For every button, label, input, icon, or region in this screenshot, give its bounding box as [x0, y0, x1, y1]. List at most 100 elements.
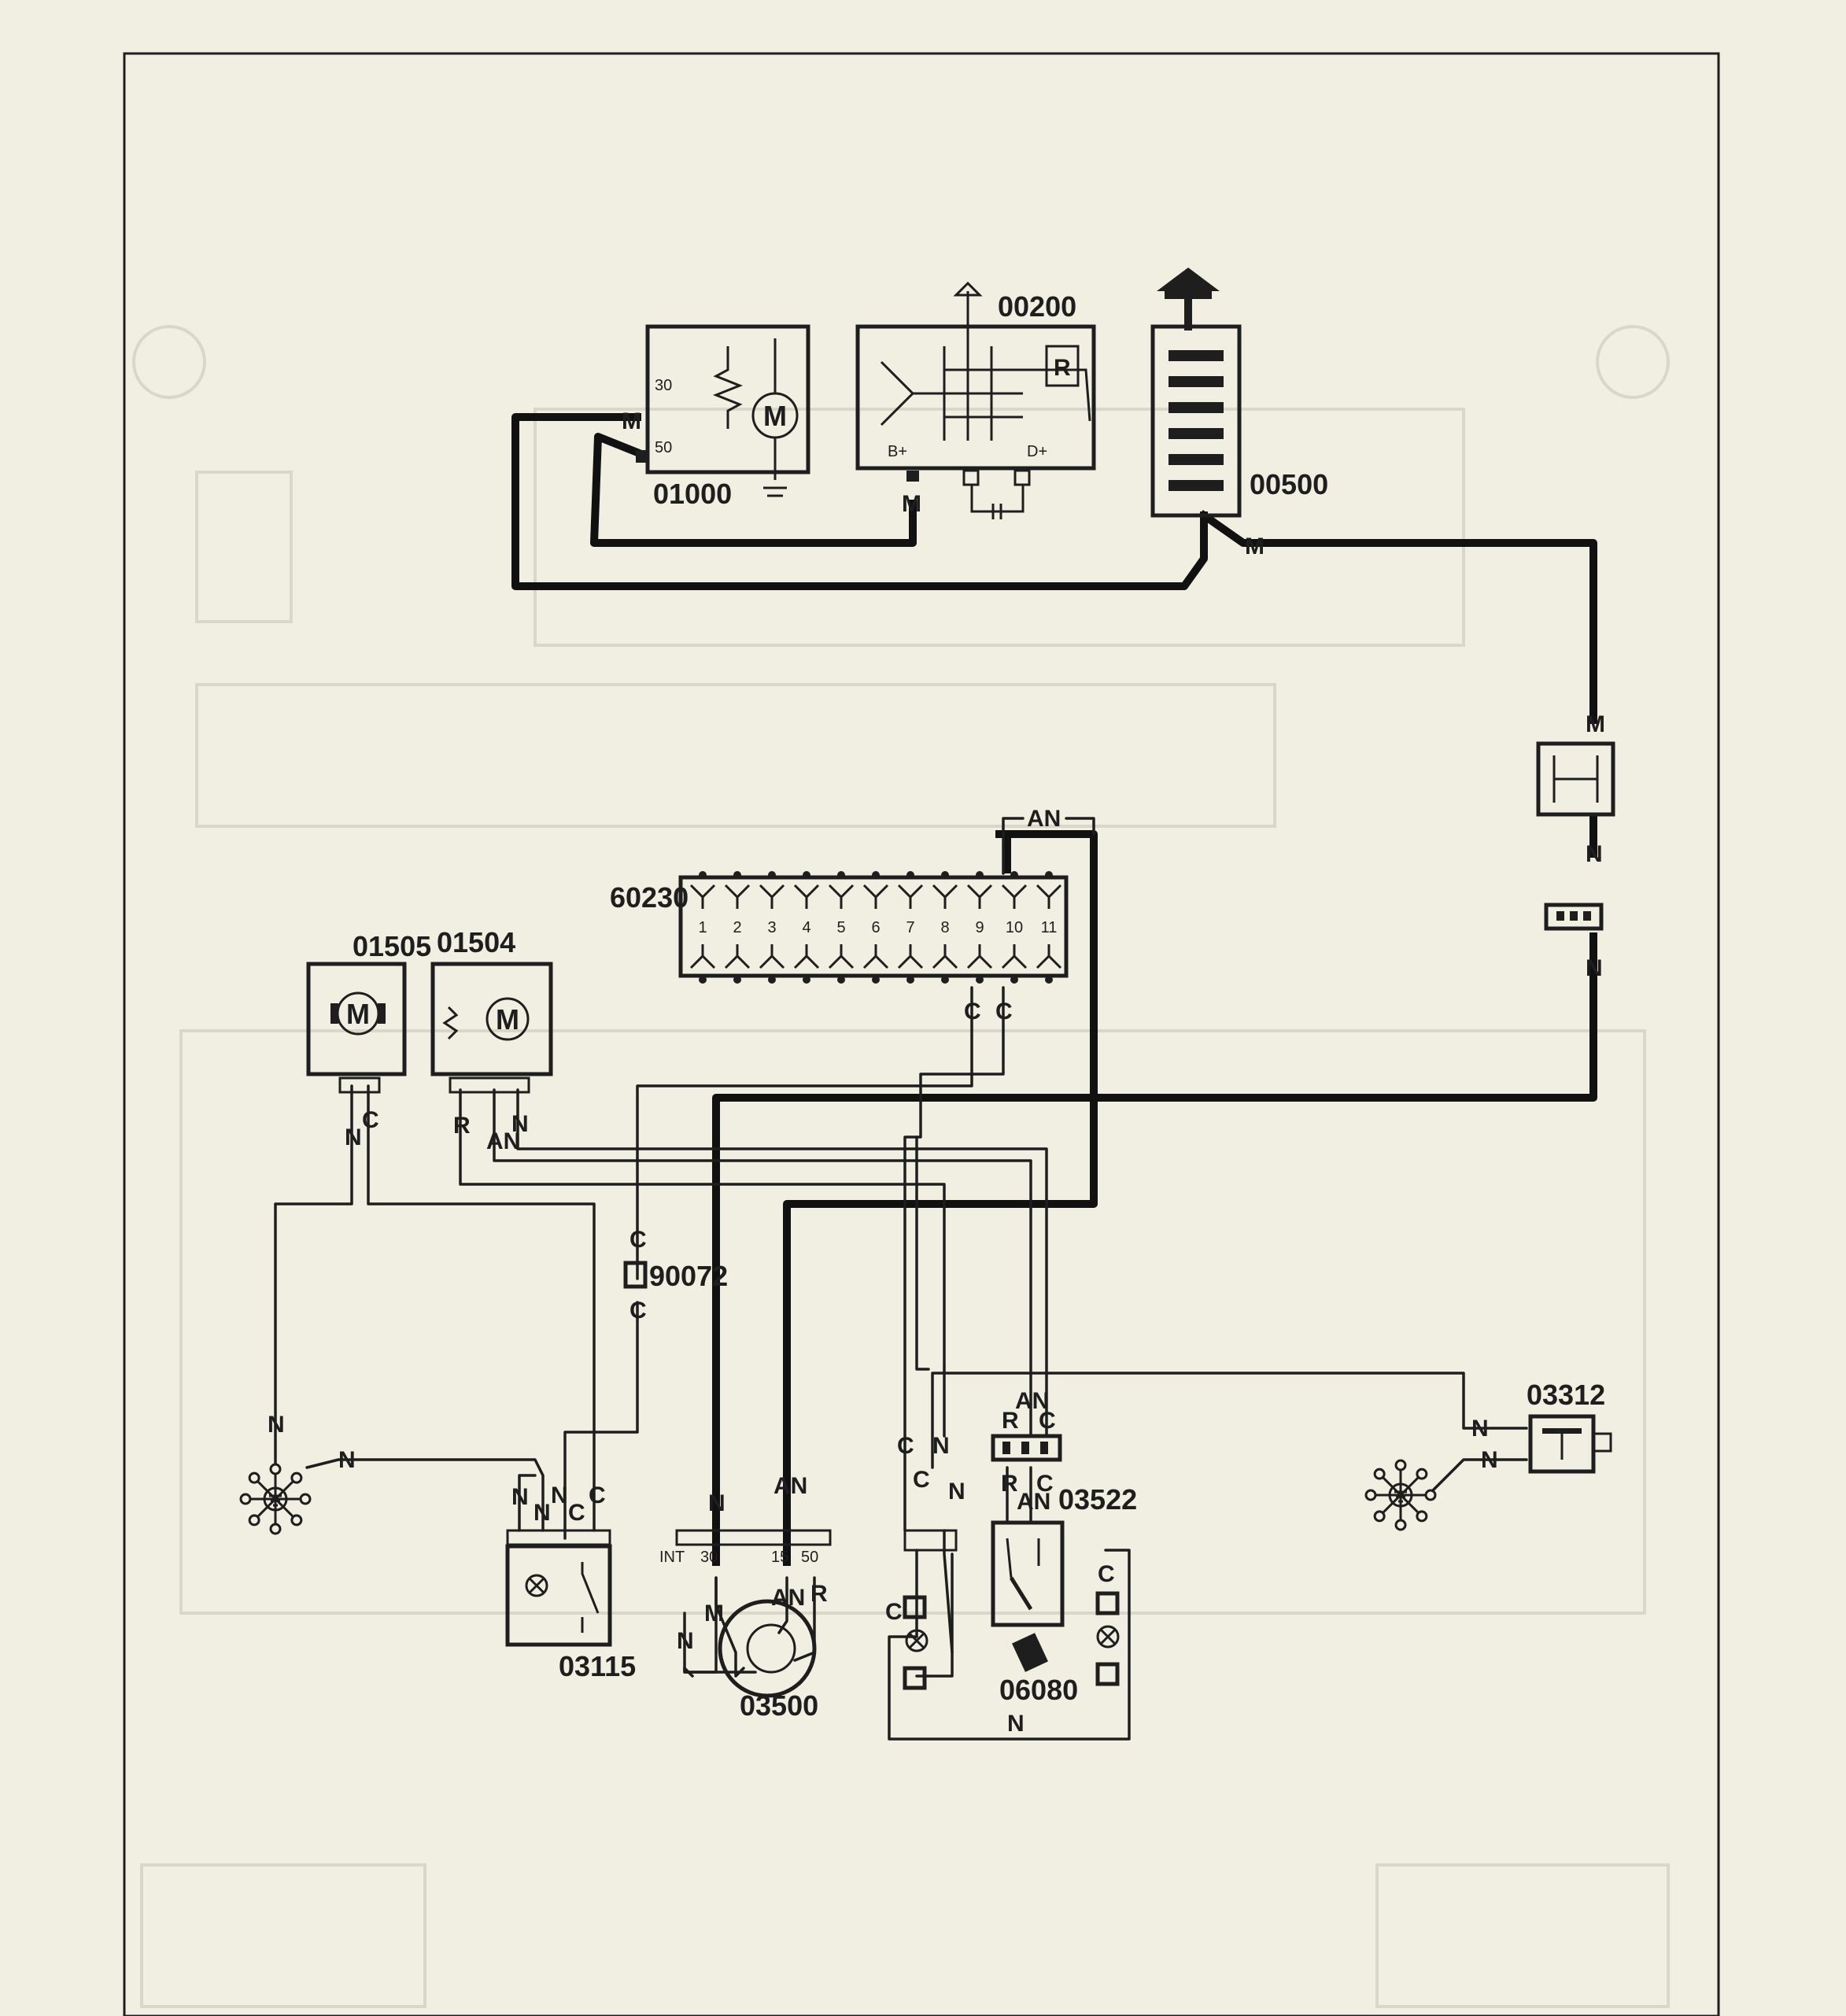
lamp-left-wire-c: C: [885, 1599, 903, 1625]
fuse-wire-n-1: N: [1586, 841, 1603, 867]
pressure-switch-03312: 03312 N N: [1471, 1379, 1612, 1474]
motor-symbol: M: [763, 400, 787, 432]
motor-a-wire-c: C: [362, 1107, 379, 1133]
motor-a-symbol: M: [346, 998, 370, 1030]
fuse-6: 6: [862, 871, 889, 984]
motor-01505: 01505 M N C: [306, 930, 431, 1150]
connector-code: 90072: [649, 1260, 728, 1292]
pin-b-plus: B+: [888, 443, 907, 460]
ground-point-left: N N: [239, 1412, 356, 1535]
fuse-4: 4: [793, 871, 820, 984]
ign-wire-n: N: [708, 1490, 725, 1516]
fuse-3: 3: [759, 871, 785, 984]
ps-wire-n-2: N: [1481, 1447, 1498, 1473]
fuse-number: 9: [975, 919, 984, 936]
motor-b-wire-r: R: [453, 1113, 471, 1139]
fuse-box-code: 60230: [610, 881, 689, 914]
battery-wire-m: M: [1245, 534, 1265, 559]
pressure-switch-code: 03312: [1527, 1379, 1605, 1411]
conn-wire-c-2: C: [629, 1298, 647, 1324]
connector-90072: C 90072 C: [623, 1227, 728, 1324]
fuse-number: 2: [733, 919, 741, 936]
ign-wire-an-2: AN: [771, 1585, 805, 1611]
fuse-number: 10: [1006, 919, 1023, 936]
thin-wires: [274, 986, 1528, 1741]
ign-wire-n-2: N: [677, 1628, 694, 1654]
sw-wire-c-2: C: [589, 1482, 606, 1508]
motor-a-code: 01505: [353, 930, 431, 962]
alternator-code: 00200: [998, 290, 1076, 323]
motor-b-symbol: M: [496, 1003, 519, 1036]
fusebox-wire-c-1: C: [964, 999, 981, 1025]
pin-15: 15: [771, 1549, 788, 1566]
sw-wire-n-3: N: [551, 1482, 568, 1508]
sw-wire-n-2: N: [533, 1500, 551, 1526]
motor-b-wire-an: AN: [486, 1128, 520, 1154]
pin-d-plus: D+: [1027, 443, 1047, 460]
fuse-number: 3: [767, 919, 776, 936]
fuse-2: 2: [724, 871, 751, 984]
starter-wire-m: M: [622, 408, 641, 434]
battery-code: 00500: [1250, 468, 1328, 500]
warn-switch-code: 06080: [999, 1674, 1078, 1706]
main-fuse: M N N: [1536, 711, 1615, 981]
conn-wire-c-1: C: [629, 1227, 647, 1253]
rel-wire-an-mid: AN: [1017, 1489, 1050, 1515]
fusebox-wire-c-2: C: [995, 999, 1013, 1025]
fuse-8: 8: [932, 871, 958, 984]
ground-point-right: [1364, 1459, 1437, 1531]
sw-wire-c-1: C: [568, 1500, 585, 1526]
ground-left-wire-n-2: N: [338, 1447, 356, 1473]
fuse-number: 5: [836, 919, 845, 936]
pin-30-ign: 30: [700, 1549, 718, 1566]
ignition-switch-03500: N AN INT 30 15 50 M AN R N 03500: [659, 1473, 832, 1722]
rel-wire-an-top: AN: [1015, 1388, 1049, 1414]
pin-int: INT: [659, 1549, 685, 1566]
relay-group: C N C N AN R C R C AN 03522 06080 C C N: [885, 1388, 1137, 1737]
rel-wire-c-1: C: [897, 1433, 914, 1459]
pin-50-ign: 50: [801, 1549, 818, 1566]
lamp-right-wire-c: C: [1098, 1561, 1115, 1587]
pin-30: 30: [655, 377, 672, 394]
fuse-number: 11: [1041, 919, 1058, 936]
sw-wire-n-1: N: [511, 1484, 529, 1510]
starter-code: 01000: [653, 478, 732, 510]
rel-wire-c-2: C: [913, 1467, 930, 1493]
fuse-number: 1: [698, 919, 707, 936]
fuse-number: 8: [940, 919, 949, 936]
fuse-1: 1: [689, 871, 716, 984]
starter-01000: M 30 50 M 01000: [622, 324, 810, 510]
ign-wire-an: AN: [773, 1473, 807, 1499]
fuse-wire-m: M: [1586, 711, 1605, 737]
fuse-9: 9: [966, 871, 993, 984]
ps-wire-n-1: N: [1471, 1416, 1489, 1442]
motor-01504: 01504 M R AN N: [430, 926, 553, 1154]
rel-wire-r-top: R: [1002, 1408, 1019, 1434]
page-frame: [123, 52, 1720, 2016]
pin-50: 50: [655, 439, 672, 456]
rel-wire-n-1: N: [932, 1433, 950, 1459]
ignition-code: 03500: [740, 1689, 818, 1722]
battery-00500: 00500 M: [1150, 268, 1328, 559]
motor-b-wire-n: N: [511, 1111, 529, 1137]
rel-wire-c-mid: C: [1036, 1471, 1054, 1497]
motor-a-wire-n: N: [345, 1124, 362, 1150]
rel-wire-n-2: N: [948, 1479, 965, 1505]
fuse-10: 10: [1001, 871, 1028, 984]
heavy-wires: [511, 413, 1597, 1566]
fuse-11: 11: [1036, 871, 1062, 984]
ghost-background: [132, 325, 1670, 2008]
ground-left-wire-n: N: [268, 1412, 285, 1438]
alternator-00200: R B+ D+ M 00200: [855, 281, 1096, 519]
regulator-symbol: R: [1054, 355, 1071, 381]
switch-03115: N N N C C 03115: [505, 1482, 636, 1682]
rel-wire-r-mid: R: [1001, 1471, 1018, 1497]
fuse-wire-n-2: N: [1586, 955, 1603, 981]
relay-code: 03522: [1058, 1483, 1137, 1516]
fusebox-wire-an: AN: [1027, 806, 1061, 832]
ign-wire-m: M: [704, 1601, 724, 1626]
lamp-bottom-wire-n: N: [1007, 1711, 1025, 1737]
fuse-number: 4: [802, 919, 810, 936]
